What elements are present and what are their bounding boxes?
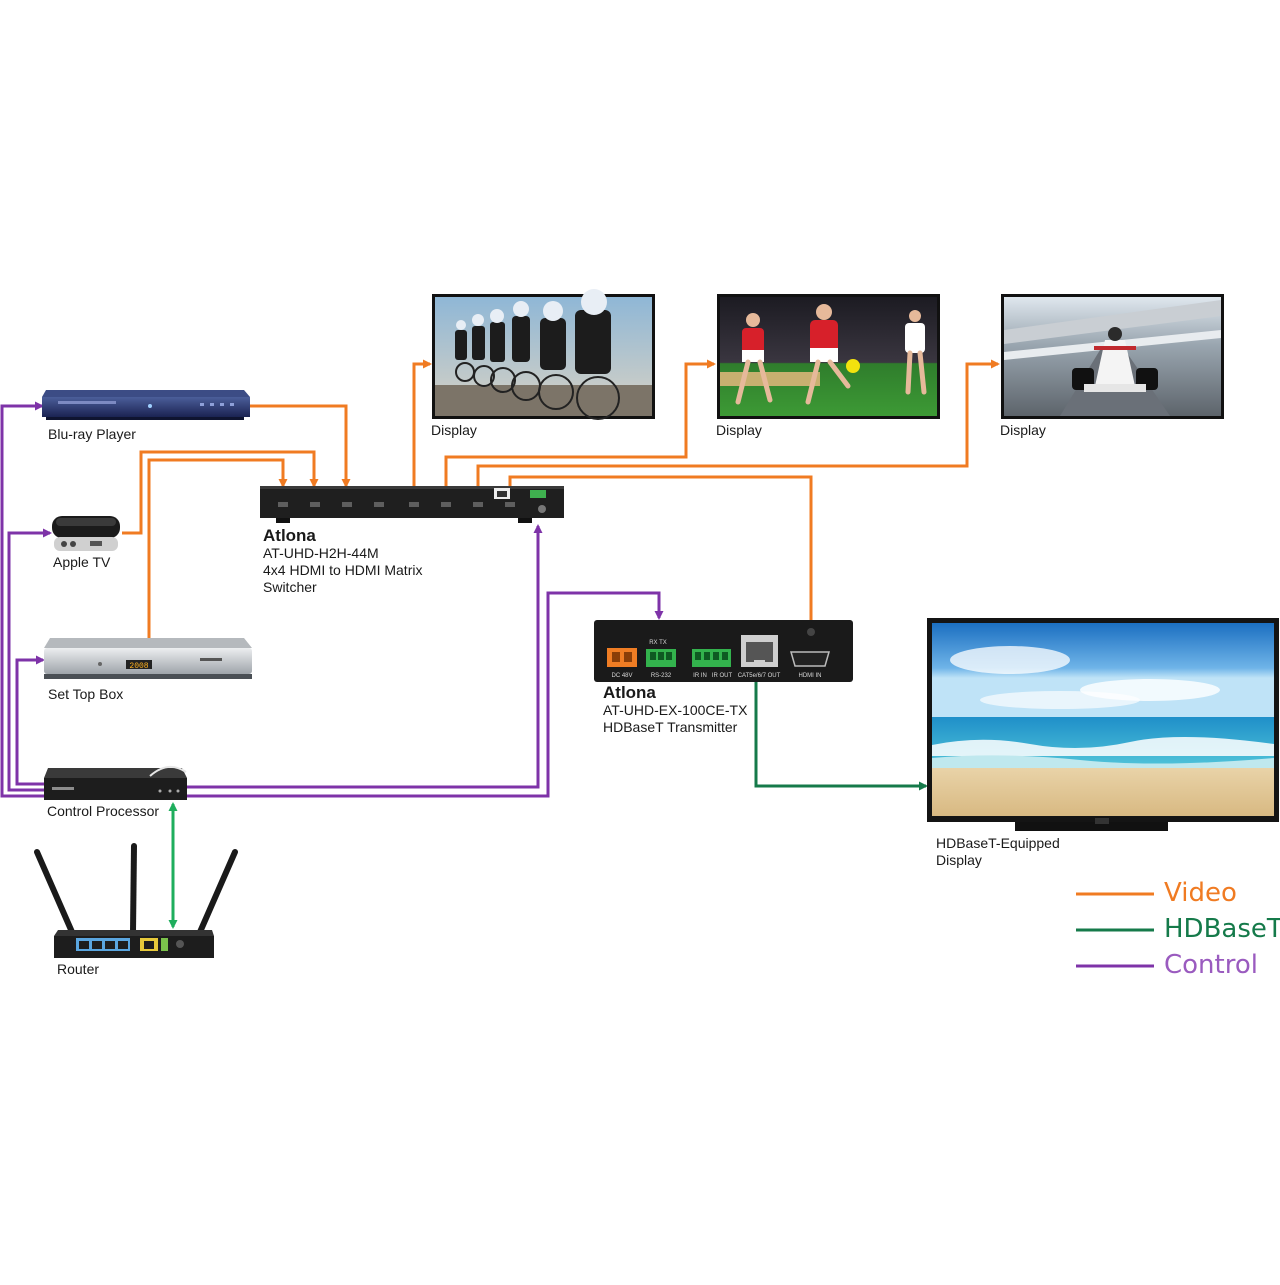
matrix-to-display1-line — [412, 359, 432, 488]
port-rxtx-label: RX TX — [649, 640, 667, 646]
hdbaset-transmitter-icon: RX TX DC 48V RS-232 IR IN IR OUT CAT5e/6… — [594, 620, 853, 682]
set-top-box-label: Set Top Box — [48, 686, 124, 702]
display-2 — [717, 294, 940, 419]
transmitter-brand: Atlona — [603, 683, 656, 702]
legend-control-label: Control — [1164, 950, 1258, 980]
set-top-box-icon: 2008 — [44, 638, 252, 679]
hdbaset-line — [754, 682, 928, 791]
transmitter-model: AT-UHD-EX-100CE-TX — [603, 702, 748, 718]
legend-hdbaset-label: HDBaseT — [1164, 914, 1280, 944]
bluray-to-matrix-line — [250, 404, 351, 488]
control-to-transmitter-line — [187, 591, 664, 798]
matrix-model: AT-UHD-H2H-44M — [263, 545, 379, 561]
transmitter-desc: HDBaseT Transmitter — [603, 719, 738, 735]
control-processor-icon — [44, 765, 187, 800]
hdbaset-display — [927, 618, 1279, 831]
matrix-to-display2-line — [444, 359, 716, 488]
display-3 — [1001, 294, 1224, 419]
bluray-player-label: Blu-ray Player — [48, 426, 136, 442]
stb-to-matrix-line — [147, 458, 288, 638]
matrix-to-display3-line — [476, 359, 1000, 488]
port-irin-label: IR IN — [693, 673, 707, 679]
formula-car-image — [1004, 297, 1221, 416]
bluray-player-icon — [42, 390, 250, 420]
hdbaset-display-line1: HDBaseT-Equipped — [936, 835, 1060, 851]
control-to-stb-line — [15, 655, 45, 786]
stb-readout: 2008 — [129, 662, 148, 671]
router-label: Router — [57, 961, 100, 977]
apple-tv-icon — [52, 516, 120, 551]
hdbaset-display-line2: Display — [936, 852, 982, 868]
soccer-match-image — [720, 297, 937, 416]
display-3-label: Display — [1000, 422, 1046, 438]
display-1-label: Display — [431, 422, 477, 438]
matrix-switcher-icon — [260, 486, 564, 523]
apple-tv-label: Apple TV — [53, 554, 111, 570]
hdbaset-display-label: HDBaseT-Equipped Display — [936, 835, 1060, 869]
transmitter-label-block: Atlona AT-UHD-EX-100CE-TX HDBaseT Transm… — [603, 683, 747, 736]
legend-swatches — [1076, 892, 1154, 968]
appletv-to-matrix-line — [122, 450, 319, 535]
control-to-bluray-line — [0, 401, 44, 798]
port-cat-label: CAT5e/6/7 OUT — [738, 673, 781, 679]
control-to-matrix-line — [187, 524, 543, 789]
port-power-label: DC 48V — [611, 673, 632, 679]
matrix-brand: Atlona — [263, 526, 316, 545]
control-processor-label: Control Processor — [47, 803, 160, 819]
matrix-desc-line2: Switcher — [263, 579, 317, 595]
matrix-to-transmitter-line — [508, 475, 816, 652]
control-connections — [0, 401, 664, 798]
port-hdmi-label: HDMI IN — [799, 673, 822, 679]
control-to-appletv-line — [7, 528, 52, 792]
matrix-desc-line1: 4x4 HDMI to HDMI Matrix — [263, 562, 423, 578]
port-rs232-label: RS-232 — [651, 673, 672, 679]
port-irout-label: IR OUT — [712, 673, 733, 679]
matrix-label-block: Atlona AT-UHD-H2H-44M 4x4 HDMI to HDMI M… — [263, 526, 422, 596]
video-connections — [122, 359, 1000, 652]
legend-video-label: Video — [1164, 878, 1237, 908]
display-2-label: Display — [716, 422, 762, 438]
router-icon — [34, 843, 238, 958]
display-1 — [432, 289, 655, 420]
beach-seascape-image — [932, 623, 1274, 816]
cycling-race-image — [435, 289, 652, 420]
